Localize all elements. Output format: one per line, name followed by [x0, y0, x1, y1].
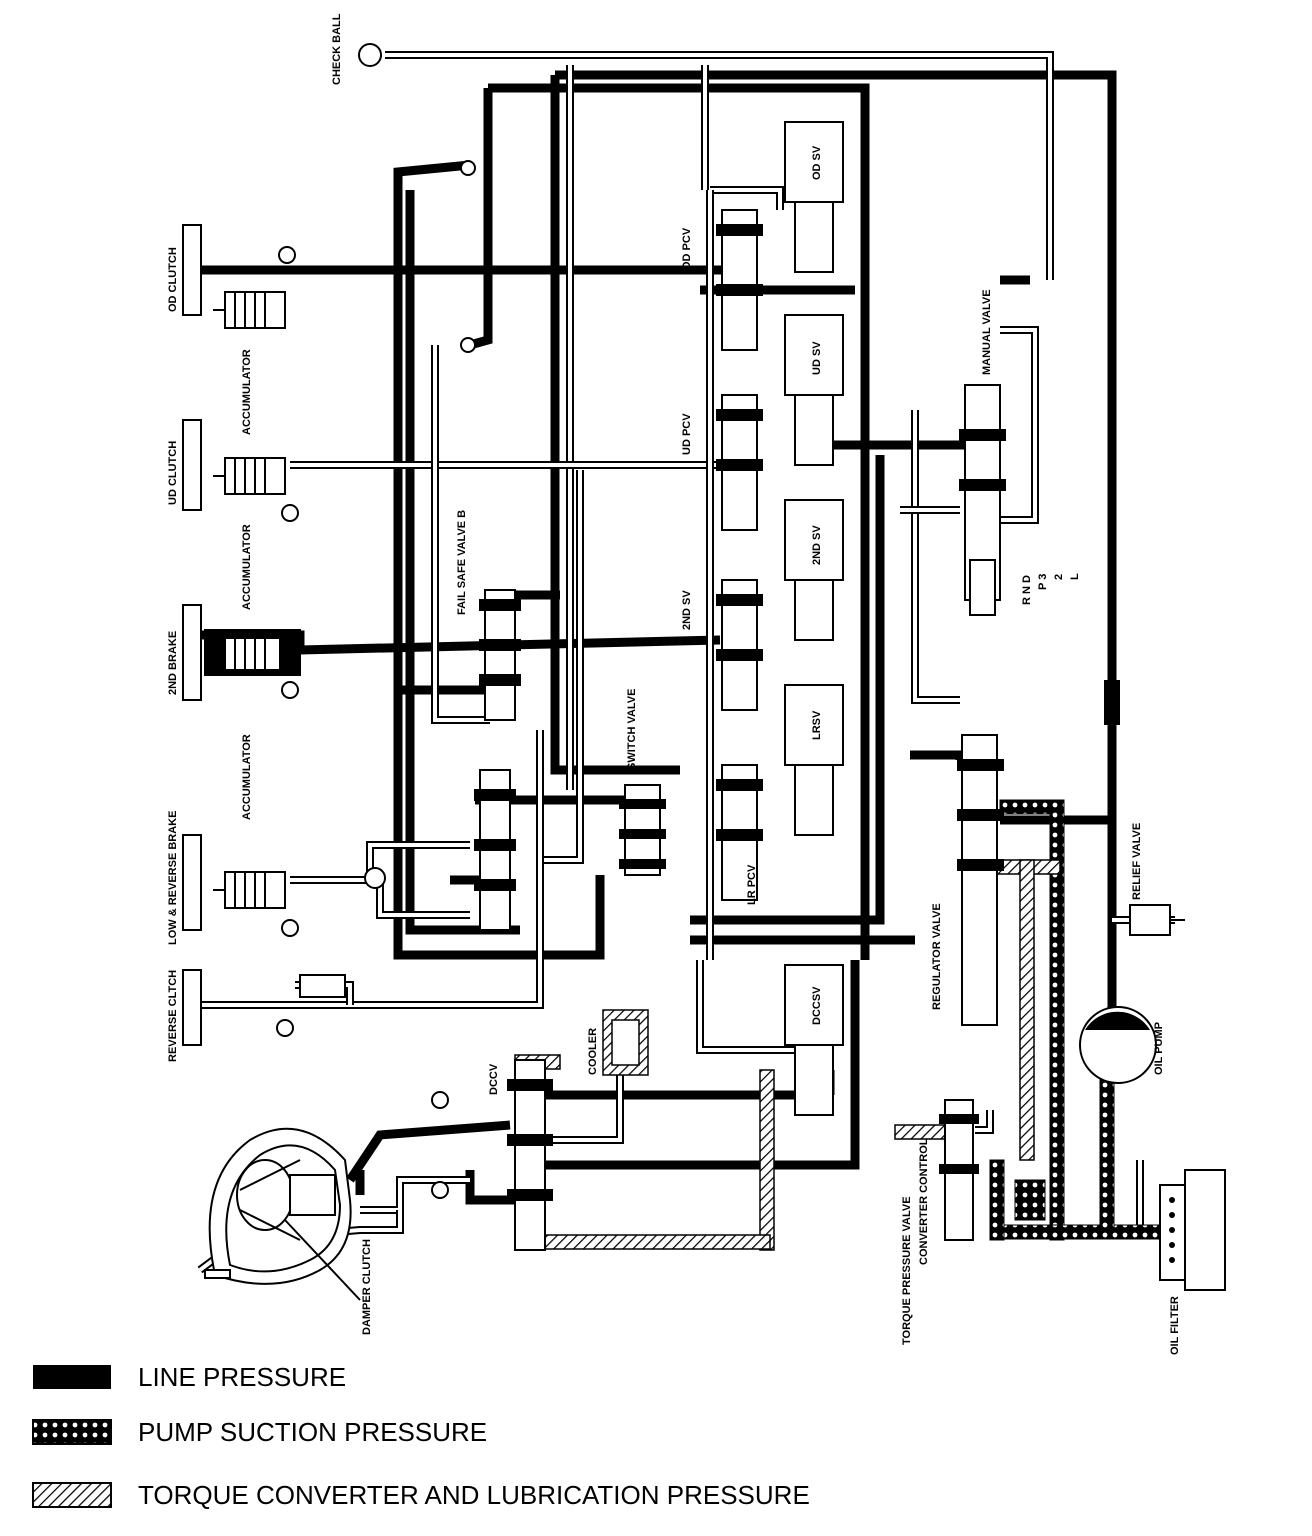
regulator-valve-label: REGULATOR VALVE [931, 903, 943, 1010]
second-sv-body [784, 499, 844, 581]
legend-label-line: LINE PRESSURE [138, 1362, 346, 1392]
lr-pcv-label: LR PCV [746, 864, 758, 905]
second-brake-plate [182, 604, 202, 701]
switch-valve-label: SWITCH VALVE [626, 689, 638, 770]
lrsv-label: LRSV [811, 710, 823, 740]
legend-label-hatched: TORQUE CONVERTER AND LUBRICATION PRESSUR… [138, 1480, 810, 1510]
manual-valve-label: MANUAL VALVE [981, 289, 993, 375]
od-sv-label: OD SV [811, 145, 823, 180]
check-ball-label: CHECK BALL [331, 13, 343, 85]
accumulator-reverse [276, 974, 346, 1037]
pcv-valves [716, 209, 763, 901]
ud-pcv-label: UD PCV [681, 413, 693, 455]
solenoid-valves [784, 121, 844, 1116]
accumulator-od [213, 246, 296, 329]
od-clutch-plate [182, 224, 202, 316]
accumulator-ud [213, 457, 299, 522]
dccv-label: DCCV [488, 1063, 500, 1095]
oil-pump [1079, 1006, 1157, 1084]
range-label-1: R N D [1021, 575, 1033, 605]
range-label-2: P 3 [1037, 574, 1049, 590]
line-pressure-circuit [200, 70, 1120, 1205]
oil-pump-label: OIL PUMP [1153, 1022, 1165, 1075]
legend-swatch-line [33, 1365, 111, 1389]
manual-valve [959, 384, 1006, 616]
accumulator-label-1: ACCUMULATOR [241, 349, 253, 435]
ud-clutch-label: UD CLUTCH [167, 441, 179, 505]
second-sv-left-label: 2ND SV [681, 590, 693, 630]
torque-pressure-valve [939, 1099, 979, 1241]
fail-safe-valve-b [474, 589, 521, 931]
accumulator-label-3: ACCUMULATOR [241, 734, 253, 820]
torque-converter [204, 1127, 361, 1301]
relief-valve [1129, 904, 1185, 936]
converter-control-label: CONVERTER CONTROL [918, 1138, 930, 1265]
low-reverse-brake-label: LOW & REVERSE BRAKE [167, 811, 179, 945]
ud-clutch-plate [182, 419, 202, 511]
legend: LINE PRESSURE PUMP SUCTION PRESSURE TORQ… [32, 1362, 810, 1510]
range-label-3: 2 [1053, 574, 1065, 580]
range-label-4: L [1069, 573, 1081, 580]
dccv-valve [507, 1059, 553, 1251]
dccsv-body [784, 964, 844, 1046]
oil-filter-label: OIL FILTER [1169, 1296, 1181, 1355]
cooler-label: COOLER [587, 1028, 599, 1075]
dccsv-label: DCCSV [811, 986, 823, 1025]
od-pcv-label: OD PCV [681, 227, 693, 270]
second-sv-label: 2ND SV [811, 525, 823, 565]
oil-filter [1159, 1169, 1226, 1291]
legend-label-dotted: PUMP SUCTION PRESSURE [138, 1417, 487, 1447]
ud-sv-label: UD SV [811, 341, 823, 375]
damper-clutch-label: DAMPER CLUTCH [361, 1239, 373, 1335]
relief-valve-label: RELIEF VALVE [1131, 823, 1143, 900]
regulator-valve [957, 734, 1004, 1026]
check-balls [358, 43, 476, 1199]
accumulators [204, 246, 346, 1037]
legend-swatch-hatched [32, 1482, 112, 1508]
second-brake-label: 2ND BRAKE [167, 631, 179, 695]
legend-swatch-dotted [32, 1419, 112, 1445]
low-reverse-brake-plate [182, 834, 202, 931]
accumulator-2nd [204, 629, 301, 699]
od-sv-body [784, 121, 844, 203]
accumulator-lr [213, 871, 299, 937]
reverse-clutch-label: REVERSE CLTCH [167, 970, 179, 1062]
lrsv-body [784, 684, 844, 766]
od-clutch-label: OD CLUTCH [167, 247, 179, 312]
switch-valve [619, 784, 666, 876]
reverse-clutch-plate [182, 969, 202, 1046]
clutch-packs [182, 224, 202, 1046]
torque-pressure-valve-label: TORQUE PRESSURE VALVE [901, 1196, 913, 1345]
component-labels: CHECK BALL OD CLUTCH ACCUMULATOR UD CLUT… [167, 13, 1181, 1355]
pump-suction-circuit [989, 799, 1206, 1241]
accumulator-label-2: ACCUMULATOR [241, 524, 253, 610]
fail-safe-valve-b-label: FAIL SAFE VALVE B [456, 510, 468, 615]
